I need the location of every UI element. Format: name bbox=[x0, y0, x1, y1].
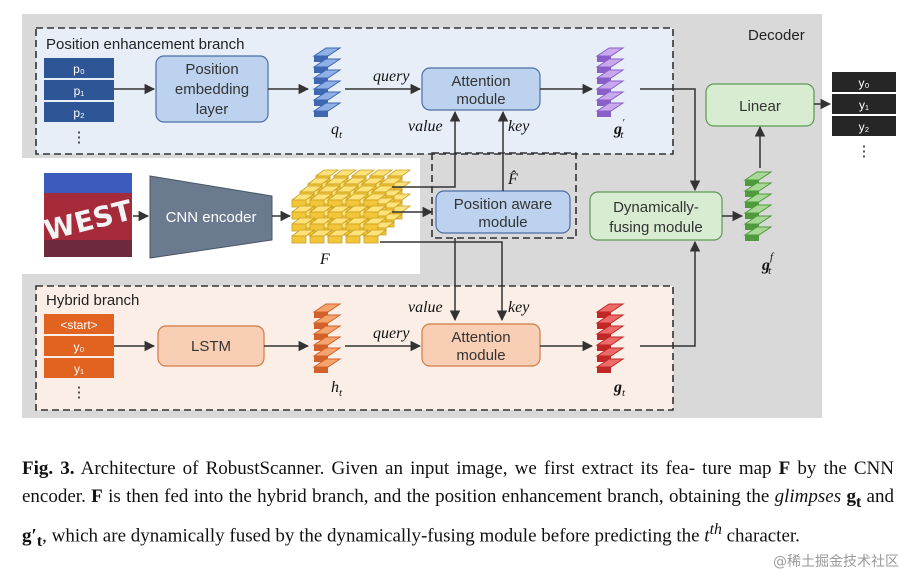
svg-text:module: module bbox=[456, 91, 505, 108]
hybrid-branch: Hybrid branch bbox=[35, 285, 674, 411]
lstm: LSTM bbox=[157, 325, 265, 367]
svg-text:Position aware: Position aware bbox=[454, 196, 552, 213]
query-top-label: query bbox=[373, 68, 410, 85]
hybrid-input-sequence: <start> y₀ y₁ ⋮ bbox=[44, 314, 114, 401]
feature-cell-side bbox=[745, 235, 759, 241]
linear-layer: Linear bbox=[705, 83, 815, 127]
position-aware-group bbox=[431, 152, 577, 239]
feature-cell-side bbox=[314, 367, 328, 373]
caption-fig-label: Fig. 3. bbox=[22, 458, 75, 479]
hybrid-input-1: y₀ bbox=[74, 340, 85, 354]
svg-text:fusing module: fusing module bbox=[609, 219, 702, 236]
F-hat-symbol: F̂ bbox=[507, 169, 518, 188]
svg-text:Position: Position bbox=[185, 61, 238, 78]
svg-text:Attention: Attention bbox=[451, 73, 510, 90]
svg-text:Dynamically-: Dynamically- bbox=[613, 199, 699, 216]
watermark: @稀土掘金技术社区 bbox=[773, 554, 899, 570]
figure-caption: Fig. 3. Architecture of RobustScanner. G… bbox=[22, 458, 894, 550]
pos-input-0: p₀ bbox=[73, 62, 85, 76]
output-ellipsis: ⋮ bbox=[857, 143, 872, 160]
value-top-label: value bbox=[408, 118, 443, 135]
svg-text:LSTM: LSTM bbox=[191, 338, 231, 355]
feature-cell-side bbox=[314, 111, 328, 117]
key-top-label: key bbox=[508, 118, 530, 135]
feature-map-cell-face bbox=[327, 235, 343, 244]
cnn-encoder: CNN encoder bbox=[149, 175, 273, 259]
svg-text:CNN encoder: CNN encoder bbox=[166, 209, 257, 226]
output-1: y₁ bbox=[859, 98, 869, 112]
position-embedding-layer: Position embedding layer bbox=[155, 55, 269, 123]
svg-text:Attention: Attention bbox=[451, 329, 510, 346]
architecture-diagram: Decoder Position enhancement branch Hybr… bbox=[22, 14, 896, 418]
svg-text:module: module bbox=[478, 214, 527, 231]
feature-map-cell-face bbox=[363, 235, 379, 244]
hybrid-input-ellipsis: ⋮ bbox=[72, 384, 87, 401]
g-t-stack bbox=[595, 303, 625, 373]
feature-map-cell-face bbox=[345, 235, 361, 244]
attention-module-top: Attention module bbox=[421, 67, 541, 111]
feature-cell-side bbox=[597, 367, 611, 373]
g-prime-symbol: g′t bbox=[613, 117, 625, 141]
pos-input-2: p₂ bbox=[73, 106, 85, 120]
input-image: WEST bbox=[41, 173, 135, 257]
query-bottom-label: query bbox=[373, 325, 410, 342]
hybrid-branch-label: Hybrid branch bbox=[46, 292, 139, 309]
output-2: y₂ bbox=[859, 120, 870, 134]
pos-input-1: p₁ bbox=[74, 84, 85, 98]
key-bottom-label: key bbox=[508, 299, 530, 316]
svg-text:Linear: Linear bbox=[739, 98, 781, 115]
decoder-label: Decoder bbox=[748, 27, 805, 44]
g-t-symbol: gt bbox=[613, 379, 626, 399]
q-t-symbol: qt bbox=[331, 121, 343, 141]
h-t-stack bbox=[312, 303, 342, 373]
svg-text:embedding: embedding bbox=[175, 81, 249, 98]
value-bottom-label: value bbox=[408, 299, 443, 316]
hybrid-input-2: y₁ bbox=[74, 362, 84, 376]
feature-map-cell-face bbox=[309, 235, 325, 244]
svg-text:layer: layer bbox=[196, 101, 229, 118]
hybrid-input-0: <start> bbox=[60, 318, 97, 332]
attention-module-bottom: Attention module bbox=[421, 323, 541, 367]
dynamically-fusing-module: Dynamically- fusing module bbox=[589, 191, 723, 241]
q-t-stack bbox=[312, 47, 342, 117]
h-t-symbol: ht bbox=[331, 379, 343, 399]
pos-input-ellipsis: ⋮ bbox=[72, 129, 87, 146]
output-sequence: y₀ y₁ y₂ ⋮ bbox=[832, 72, 896, 160]
feature-map-F bbox=[290, 169, 412, 244]
feature-cell-side bbox=[597, 111, 611, 117]
position-input-sequence: p₀ p₁ p₂ ⋮ bbox=[44, 58, 114, 146]
g-prime-stack bbox=[595, 47, 625, 117]
position-branch-label: Position enhancement branch bbox=[46, 36, 244, 53]
g-f-stack bbox=[743, 171, 773, 241]
output-0: y₀ bbox=[859, 76, 870, 90]
feature-map-cell-face bbox=[291, 235, 307, 244]
position-enhancement-branch: Position enhancement branch bbox=[35, 27, 674, 155]
svg-text:module: module bbox=[456, 347, 505, 364]
F-symbol: F bbox=[319, 251, 330, 268]
position-aware-module: Position aware module bbox=[435, 190, 571, 234]
